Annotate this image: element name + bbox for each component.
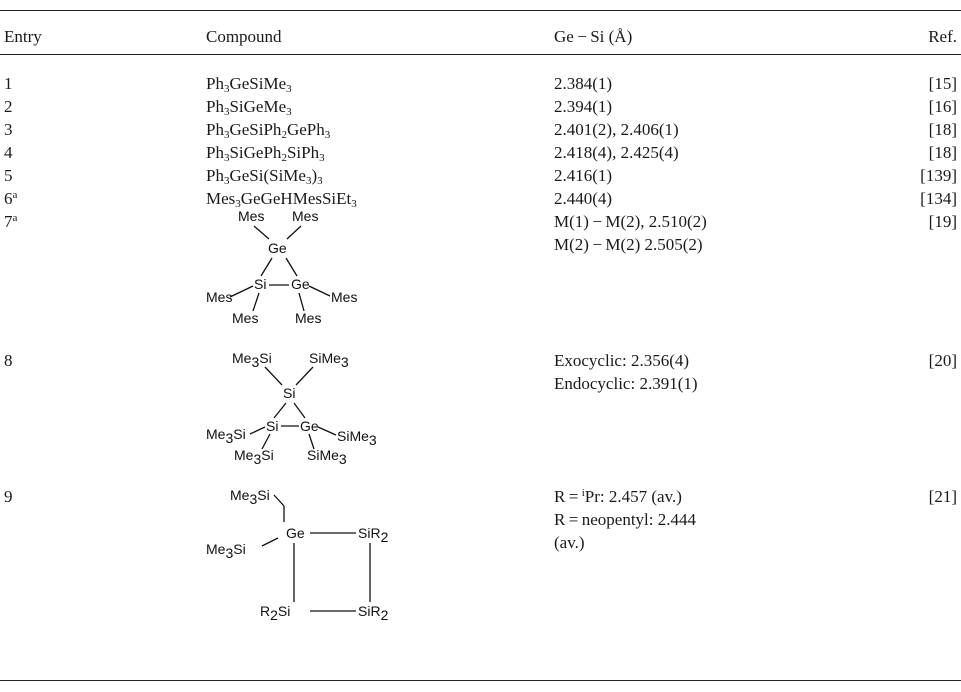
reference: [15] [928,74,957,93]
svg-text:Ge: Ge [268,240,287,256]
header-ge-si-distance: Ge − Si (Å) [554,27,633,46]
ge-si-distance: 2.384(1) [554,74,613,93]
svg-text:Ge: Ge [286,525,305,541]
svg-text:Si: Si [283,385,295,401]
ge-si-distance: 2.401(2), 2.406(1) [554,120,679,139]
ge-si-distance-second: M(2) − M(2) 2.505(2) [554,235,703,254]
svg-text:SiMe3: SiMe3 [309,350,349,370]
svg-text:Mes: Mes [331,289,357,305]
entry-number: 3 [4,120,13,139]
compound-formula: Ph3SiGeMe3 [206,97,292,118]
svg-text:Me3Si: Me3Si [232,350,272,370]
table-header-rule [0,54,961,55]
header-entry: Entry [4,27,42,46]
entry-number: 4 [4,143,13,162]
structure-entry-7: Mes Mes Ge Si Ge Mes Mes Mes Mes [206,208,357,324]
entry-number: 2 [4,97,13,116]
compound-formula: Ph3GeSiMe3 [206,74,292,95]
svg-text:Mes: Mes [232,310,258,324]
entry-number: 5 [4,166,13,185]
reference: [16] [928,97,957,116]
table-top-rule [0,10,961,11]
svg-text:Mes: Mes [295,310,321,324]
svg-text:Ge: Ge [291,276,310,292]
ge-si-distance: 2.394(1) [554,97,613,116]
ge-si-distance: 2.416(1) [554,166,613,185]
header-ref: Ref. [928,27,957,46]
footnote-mark: a [12,189,18,201]
ge-si-distance-second: Endocyclic: 2.391(1) [554,374,698,393]
reference: [134] [920,189,957,208]
footnote-mark: a [12,212,18,224]
ge-si-distance: Exocyclic: 2.356(4) [554,351,690,370]
svg-text:Mes: Mes [238,208,264,224]
compound-formula: Mes3GeGeHMesSiEt3 [206,189,357,210]
svg-text:SiR2: SiR2 [358,603,389,623]
svg-text:Me3Si: Me3Si [230,487,270,507]
reference: [18] [928,143,957,162]
compound-formula: Ph3GeSiPh2GePh3 [206,120,331,141]
reference: [19] [928,212,957,231]
ge-si-distance: M(1) − M(2), 2.510(2) [554,212,707,231]
svg-text:SiMe3: SiMe3 [307,447,347,465]
entry-number: 1 [4,74,13,93]
svg-text:Ge: Ge [300,418,319,434]
compound-formula: Ph3GeSi(SiMe3)3 [206,166,323,187]
ge-si-distance-third: (av.) [554,533,585,552]
svg-text:Si: Si [266,418,278,434]
ge-si-distance: R = iPr: 2.457 (av.) [554,487,682,506]
svg-text:SiMe3: SiMe3 [337,428,377,448]
reference: [139] [920,166,957,185]
entry-number: 9 [4,487,13,506]
ge-si-distance: 2.440(4) [554,189,613,208]
structure-entry-8: Me3Si SiMe3 Si Si Ge Me3Si SiMe3 Me3Si S… [206,350,377,465]
ge-si-distance: 2.418(4), 2.425(4) [554,143,679,162]
reference: [18] [928,120,957,139]
table-bottom-rule [0,680,961,681]
entry-number: 6a [4,189,18,208]
svg-text:R2Si: R2Si [260,603,290,623]
header-compound: Compound [206,27,282,46]
structure-entry-9: Me3Si Ge Me3Si SiR2 R2Si SiR2 [206,487,389,623]
svg-text:Mes: Mes [292,208,318,224]
entry-number: 7a [4,212,18,231]
svg-text:Mes: Mes [206,289,232,305]
reference: [21] [928,487,957,506]
svg-text:SiR2: SiR2 [358,525,389,545]
entry-number: 8 [4,351,13,370]
ge-si-distance-second: R = neopentyl: 2.444 [554,510,696,529]
svg-text:Si: Si [254,276,266,292]
svg-text:Me3Si: Me3Si [206,426,246,446]
compound-formula: Ph3SiGePh2SiPh3 [206,143,325,164]
svg-text:Me3Si: Me3Si [234,447,274,465]
reference: [20] [928,351,957,370]
svg-text:Me3Si: Me3Si [206,541,246,561]
